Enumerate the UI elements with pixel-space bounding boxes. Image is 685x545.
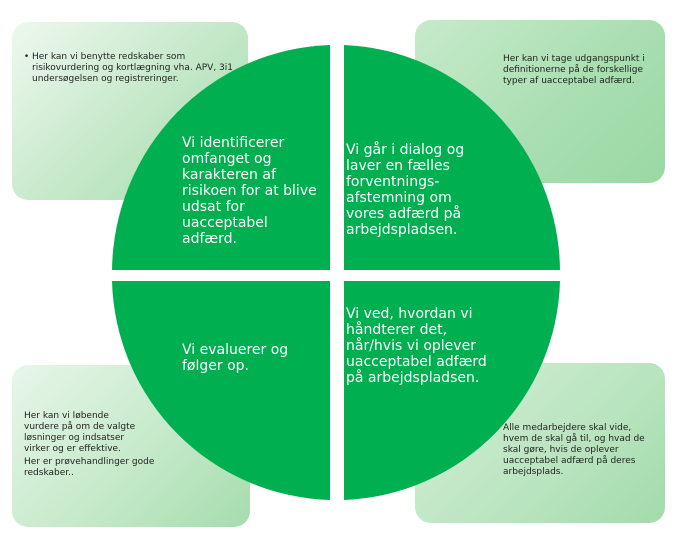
note-text: Her er prøvehandlinger gode redskaber..	[24, 457, 155, 478]
note-text: Her kan vi benytte redskaber som risikov…	[32, 52, 238, 85]
quadrant-handle	[344, 281, 560, 500]
quadrant-text-identify: Vi identificerer omfanget og karakteren …	[182, 135, 317, 247]
quadrant-identify	[112, 45, 330, 270]
quadrant-text-dialog: Vi går i dialog og laver en fælles forve…	[346, 142, 465, 238]
note-text: Her kan vi løbende vurdere på om de valg…	[24, 411, 136, 454]
note-text: Her kan vi tage udgangspunkt i definitio…	[503, 54, 645, 86]
quadrant-text-handle: Vi ved, hvordan vi håndterer det, når/hv…	[346, 306, 487, 386]
quadrant-evaluate	[112, 281, 330, 500]
quadrant-dialog	[344, 45, 560, 270]
quadrant-text-evaluate: Vi evaluerer og følger op.	[182, 342, 289, 374]
note-text: Alle medarbejdere skal vide, hvem de ska…	[503, 423, 645, 477]
